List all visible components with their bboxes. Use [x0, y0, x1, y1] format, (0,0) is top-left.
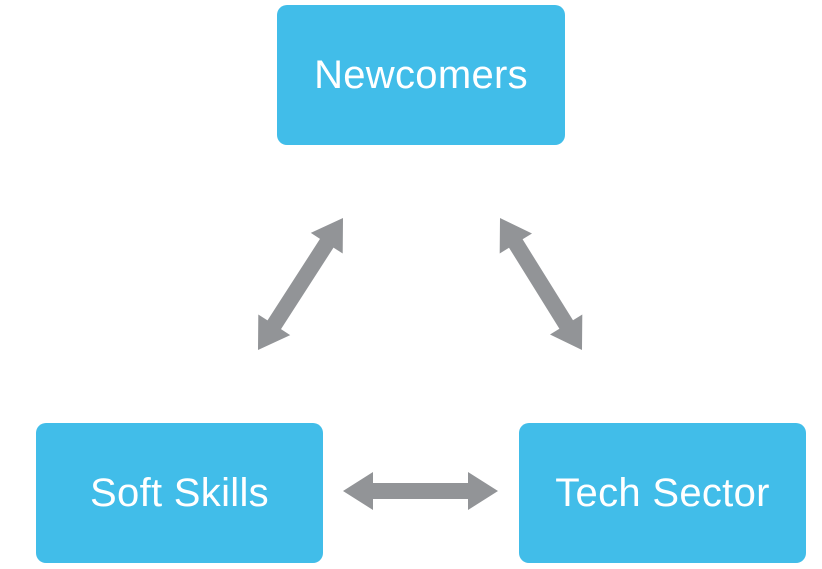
- node-soft-skills: Soft Skills: [36, 423, 323, 563]
- node-newcomers: Newcomers: [277, 5, 565, 145]
- double-arrow-shape: [343, 472, 498, 510]
- node-tech-sector-label: Tech Sector: [555, 470, 770, 515]
- double-arrow-soft-skills-tech-sector: [343, 472, 498, 510]
- node-newcomers-label: Newcomers: [314, 52, 528, 97]
- double-arrow-shape: [499, 218, 583, 350]
- node-soft-skills-label: Soft Skills: [90, 470, 269, 515]
- node-tech-sector: Tech Sector: [519, 423, 806, 563]
- double-arrow-shape: [258, 218, 343, 350]
- double-arrow-newcomers-soft-skills: [258, 218, 343, 350]
- double-arrow-newcomers-tech-sector: [499, 218, 583, 350]
